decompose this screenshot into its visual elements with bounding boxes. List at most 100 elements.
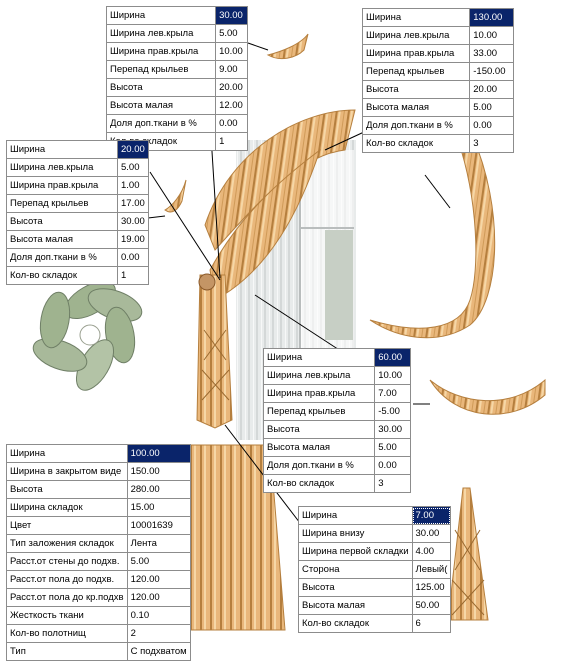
- param-row[interactable]: Доля доп.ткани в %0.00: [262, 456, 411, 475]
- param-value[interactable]: 9.00: [215, 60, 248, 79]
- param-value[interactable]: 1: [215, 132, 248, 151]
- param-value[interactable]: 2: [126, 624, 191, 643]
- param-value[interactable]: 60.00: [374, 348, 411, 367]
- param-value[interactable]: 7.00: [374, 384, 411, 403]
- param-value[interactable]: 10.00: [374, 366, 411, 385]
- param-value[interactable]: 5.00: [374, 438, 411, 457]
- param-value[interactable]: 100.00: [126, 444, 191, 463]
- param-value[interactable]: 30.00: [374, 420, 411, 439]
- param-value[interactable]: 125.00: [411, 578, 452, 597]
- param-value[interactable]: 0.00: [117, 248, 149, 267]
- param-value[interactable]: 120.00: [126, 570, 191, 589]
- param-value[interactable]: 20.00: [117, 140, 149, 159]
- param-value[interactable]: 12.00: [215, 96, 248, 115]
- param-value[interactable]: 20.00: [469, 80, 514, 99]
- param-value[interactable]: -5.00: [374, 402, 411, 421]
- param-value[interactable]: 20.00: [215, 78, 248, 97]
- param-value[interactable]: 10.00: [469, 26, 514, 45]
- param-row[interactable]: Доля доп.ткани в %0.00: [361, 116, 514, 135]
- param-value[interactable]: 3: [374, 474, 411, 493]
- param-value[interactable]: -150.00: [469, 62, 514, 81]
- param-value[interactable]: Лента: [126, 534, 191, 553]
- param-row[interactable]: Доля доп.ткани в %0.00: [105, 114, 248, 133]
- param-value[interactable]: 7.00: [411, 506, 452, 525]
- param-value[interactable]: 5.00: [215, 24, 248, 43]
- param-value[interactable]: 33.00: [469, 44, 514, 63]
- param-value[interactable]: Левый(: [411, 560, 452, 579]
- param-value[interactable]: 50.00: [411, 596, 452, 615]
- param-value[interactable]: 30.00: [215, 6, 248, 25]
- param-value[interactable]: 30.00: [411, 524, 452, 543]
- param-row[interactable]: Расст.от пола до подхв.120.00: [6, 570, 191, 589]
- param-value[interactable]: 120.00: [126, 588, 191, 607]
- param-value[interactable]: 1: [117, 266, 149, 285]
- param-row[interactable]: Расст.от стены до подхв.5.00: [6, 552, 191, 571]
- param-value[interactable]: 150.00: [126, 462, 191, 481]
- param-value[interactable]: 5.00: [469, 98, 514, 117]
- param-value[interactable]: 10001639: [126, 516, 191, 535]
- param-value[interactable]: 0.10: [126, 606, 191, 625]
- param-value[interactable]: 1.00: [117, 176, 149, 195]
- param-row[interactable]: Доля доп.ткани в %0.00: [6, 248, 149, 267]
- param-value[interactable]: С подхватом: [126, 642, 191, 661]
- param-row[interactable]: Перепад крыльев-5.00: [262, 402, 411, 421]
- param-value[interactable]: 19.00: [117, 230, 149, 249]
- param-value[interactable]: 10.00: [215, 42, 248, 61]
- param-value[interactable]: 3: [469, 134, 514, 153]
- param-value[interactable]: 6: [411, 614, 452, 633]
- param-value[interactable]: 30.00: [117, 212, 149, 231]
- param-row[interactable]: Перепад крыльев-150.00: [361, 62, 514, 81]
- param-value[interactable]: 15.00: [126, 498, 191, 517]
- param-value[interactable]: 5.00: [117, 158, 149, 177]
- param-value[interactable]: 5.00: [126, 552, 191, 571]
- param-value[interactable]: 130.00: [469, 8, 514, 27]
- param-value[interactable]: 280.00: [126, 480, 191, 499]
- param-value[interactable]: 4.00: [411, 542, 452, 561]
- param-value[interactable]: 0.00: [469, 116, 514, 135]
- param-value[interactable]: 17.00: [117, 194, 149, 213]
- param-value[interactable]: 0.00: [215, 114, 248, 133]
- param-value[interactable]: 0.00: [374, 456, 411, 475]
